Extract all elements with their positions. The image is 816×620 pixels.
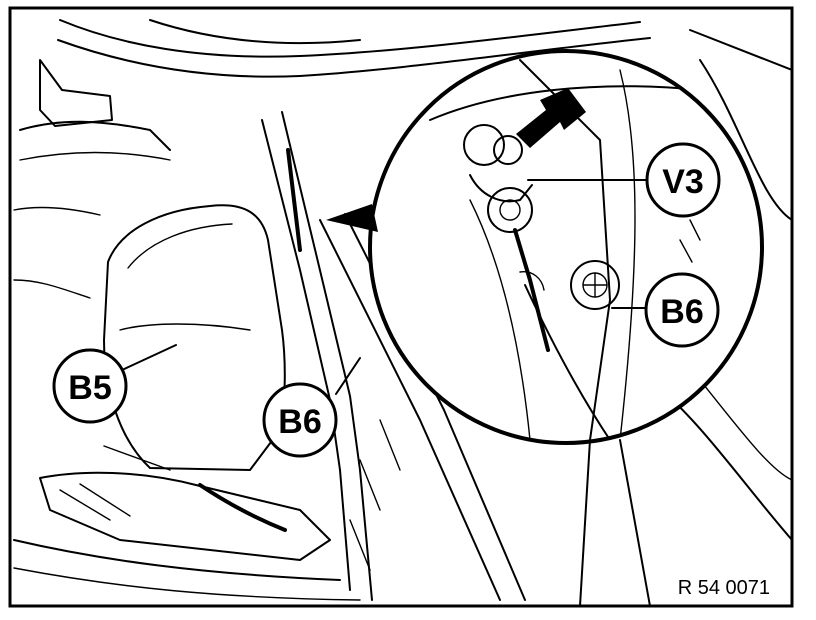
side-rail	[319, 219, 501, 601]
figure-reference-code: R 54 0071	[678, 577, 770, 599]
pointer-arrow	[516, 88, 586, 148]
seat-back	[103, 204, 286, 471]
callout-b5-label: B5	[68, 369, 111, 407]
cable-b6-detail	[513, 228, 550, 352]
callout-b6-main-label: B6	[278, 403, 321, 441]
callout-v3: V3	[645, 142, 721, 218]
callout-b6-detail: B6	[644, 272, 720, 348]
cable-b6-main	[198, 483, 287, 532]
leader-lines	[121, 179, 649, 395]
convertible-top-frame-drawing	[13, 19, 792, 606]
callout-v3-label: V3	[662, 163, 704, 201]
callout-b6-detail-label: B6	[660, 293, 703, 331]
bracket-v3	[463, 124, 533, 233]
seat-cushion	[39, 471, 331, 561]
magnifier-rim	[368, 49, 764, 445]
roof-pillar	[261, 119, 341, 471]
callout-b5: B5	[52, 348, 128, 424]
bolt-b6	[570, 260, 620, 310]
callout-b6-main: B6	[262, 382, 338, 458]
magnifier-pointer	[326, 204, 378, 232]
